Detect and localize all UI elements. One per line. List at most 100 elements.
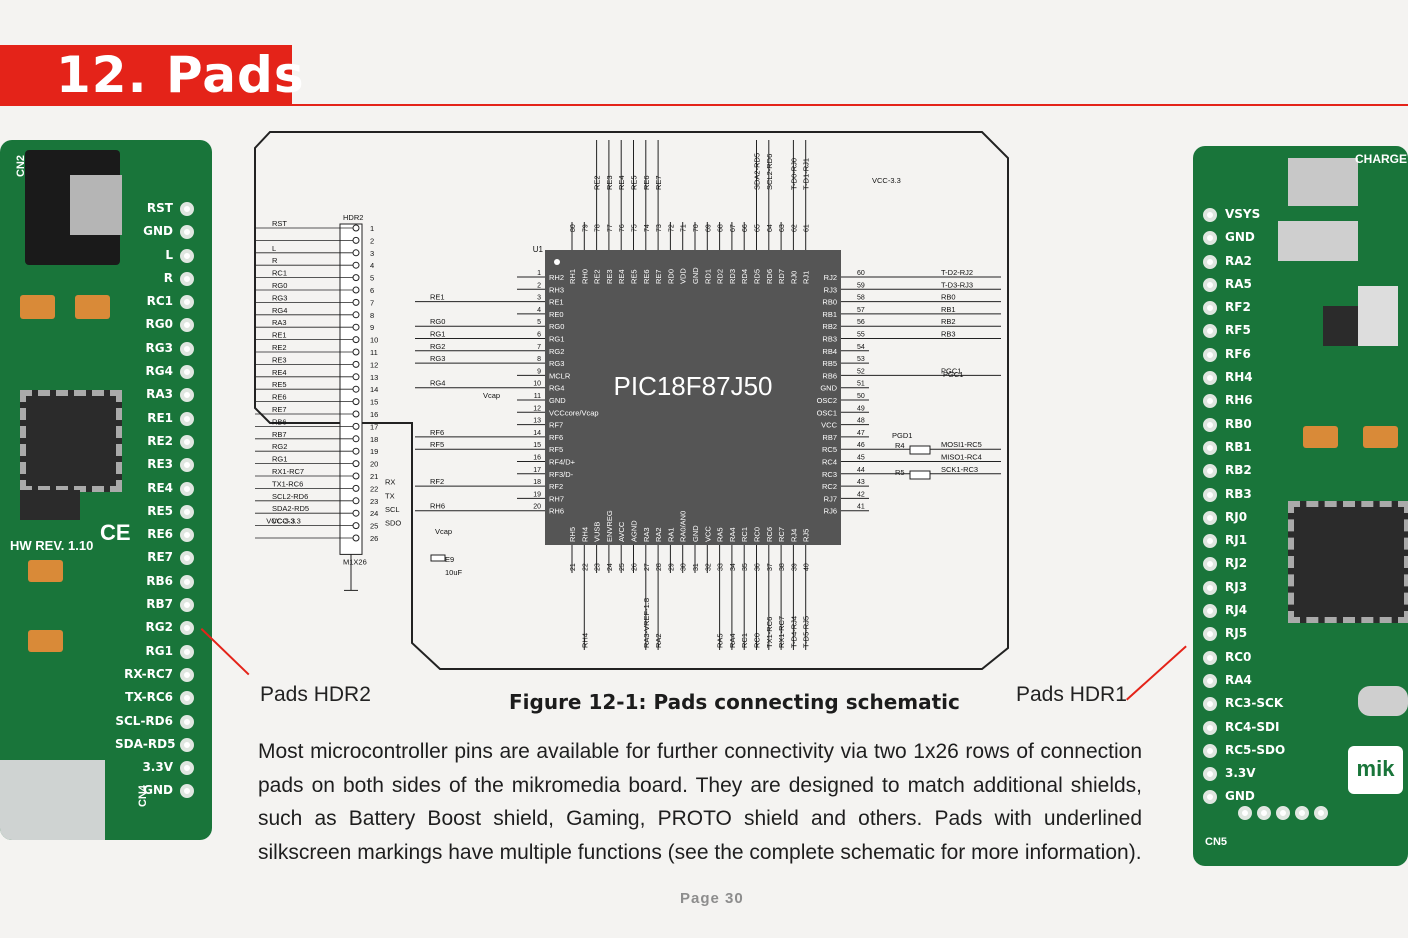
right-board-silk-label: RA4	[1225, 672, 1252, 687]
net-label: MISO1-RC4	[941, 453, 982, 462]
pin-number: 66	[742, 224, 749, 232]
right-board-pad	[1203, 743, 1217, 758]
left-board-silk-label: RE7	[147, 550, 173, 565]
net-label: PGC1	[941, 366, 961, 375]
net-label: RB2	[941, 317, 956, 326]
crystal	[1358, 686, 1408, 716]
pin-name: RH0	[580, 269, 589, 284]
right-board-pad	[1203, 417, 1217, 432]
hdr2-pin-number: 17	[370, 422, 378, 431]
net-label: T-D4-RJ4	[789, 616, 798, 648]
net-label: T-D0-RJ0	[789, 158, 798, 190]
hdr2-function: SCL	[385, 505, 400, 514]
pin-number: 22	[582, 563, 589, 571]
pin-number: 19	[533, 491, 541, 498]
pin-number: 11	[534, 393, 541, 400]
pin-name: RD6	[765, 269, 774, 284]
pin-number: 31	[693, 563, 700, 571]
cap-vcap-label: Vcap	[435, 527, 452, 536]
hdr2-pointer-label: Pads HDR2	[260, 683, 371, 706]
net-label: RE1	[430, 293, 445, 302]
mcu-name: PIC18F87J50	[614, 371, 773, 401]
left-board-silk-label: RX-RC7	[124, 666, 173, 681]
pin-number: 58	[857, 295, 865, 302]
pin-name: RC7	[777, 527, 786, 542]
pin-number: 4	[537, 307, 541, 314]
pin-name: AVCC	[617, 521, 626, 542]
left-board-silk-label: 3.3V	[142, 760, 173, 775]
left-board-pad	[180, 737, 194, 752]
left-ic	[20, 390, 122, 492]
pin-name: OSC1	[817, 408, 837, 417]
pin-name: RF4/D+	[549, 458, 576, 467]
left-board-pad	[180, 341, 194, 356]
u1-label: U1	[533, 245, 544, 254]
right-board-silk-label: RA5	[1225, 276, 1252, 291]
right-board-pad	[1203, 464, 1217, 479]
pin-number: 67	[730, 224, 737, 232]
pin-number: 38	[779, 563, 786, 571]
pin-number: 13	[533, 418, 541, 425]
right-board-pad	[1203, 673, 1217, 688]
pin-name: RE5	[630, 269, 639, 284]
pin-name: RE3	[605, 269, 614, 284]
pin-number: 26	[632, 563, 639, 571]
pin-number: 15	[533, 442, 541, 449]
pin-name: RH1	[568, 269, 577, 284]
right-board-silk-label: RA2	[1225, 253, 1252, 268]
pin-name: VCCcore/Vcap	[549, 408, 599, 417]
hdr2-pin-number: 16	[370, 410, 378, 419]
pin-name: RJ7	[824, 494, 837, 503]
left-board-silk-label: RE4	[147, 480, 173, 495]
right-board-pad	[1203, 440, 1217, 455]
left-capacitor	[28, 560, 63, 582]
right-board-pad	[1203, 371, 1217, 386]
pin-number: 54	[857, 344, 865, 351]
hdr2-pin-number: 14	[370, 385, 378, 394]
pin-number: 41	[857, 504, 865, 511]
pin-number: 44	[857, 467, 865, 474]
pin-name: RE4	[617, 269, 626, 284]
body-paragraph: Most microcontroller pins are available …	[258, 740, 1142, 864]
right-board-pad	[1203, 790, 1217, 805]
pin-name: RH6	[549, 507, 564, 516]
pin-number: 72	[668, 224, 675, 232]
left-board-silk-label: RE5	[147, 503, 173, 518]
hdr2-signal: RE2	[272, 343, 287, 352]
pin-number: 21	[570, 563, 577, 571]
hdr2-pin-number: 12	[370, 360, 378, 369]
left-board-pad	[180, 365, 194, 380]
pin-number: 34	[730, 563, 737, 571]
right-board-silk-label: RC0	[1225, 649, 1252, 664]
pin-name: GND	[691, 267, 700, 284]
right-regulator	[1278, 221, 1358, 261]
pin-number: 70	[693, 224, 700, 232]
right-board-silk-label: RC3-SCK	[1225, 696, 1284, 711]
pin-number: 37	[767, 563, 774, 571]
pin-number: 79	[582, 224, 589, 232]
pgd1-label: PGD1	[892, 431, 912, 440]
right-board-silk-label: RJ3	[1225, 579, 1248, 594]
right-board-pad	[1203, 254, 1217, 269]
pin-number: 78	[595, 224, 602, 232]
right-board-silk-label: RJ4	[1225, 603, 1248, 618]
net-label: T-D3-RJ3	[941, 280, 973, 289]
hdr2-pin-number: 26	[370, 534, 378, 543]
right-board-silk-label: RH6	[1225, 393, 1253, 408]
pin-name: RF5	[549, 445, 563, 454]
right-board-pad	[1203, 487, 1217, 502]
left-capacitor	[28, 630, 63, 652]
pin-number: 20	[533, 504, 541, 511]
pin-name: RA1	[666, 527, 675, 542]
hdr2-function: TX	[385, 491, 395, 500]
net-label: RE2	[593, 175, 602, 190]
pin-name: RH2	[549, 273, 564, 282]
right-board-silk-label: RB3	[1225, 486, 1252, 501]
pin-name: RE7	[654, 269, 663, 284]
pin-number: 71	[681, 224, 688, 232]
pin-number: 49	[857, 405, 865, 412]
pin-number: 46	[857, 442, 865, 449]
hdr2-signal: RX1-RC7	[272, 467, 304, 476]
cap-ref: E9	[445, 555, 454, 564]
